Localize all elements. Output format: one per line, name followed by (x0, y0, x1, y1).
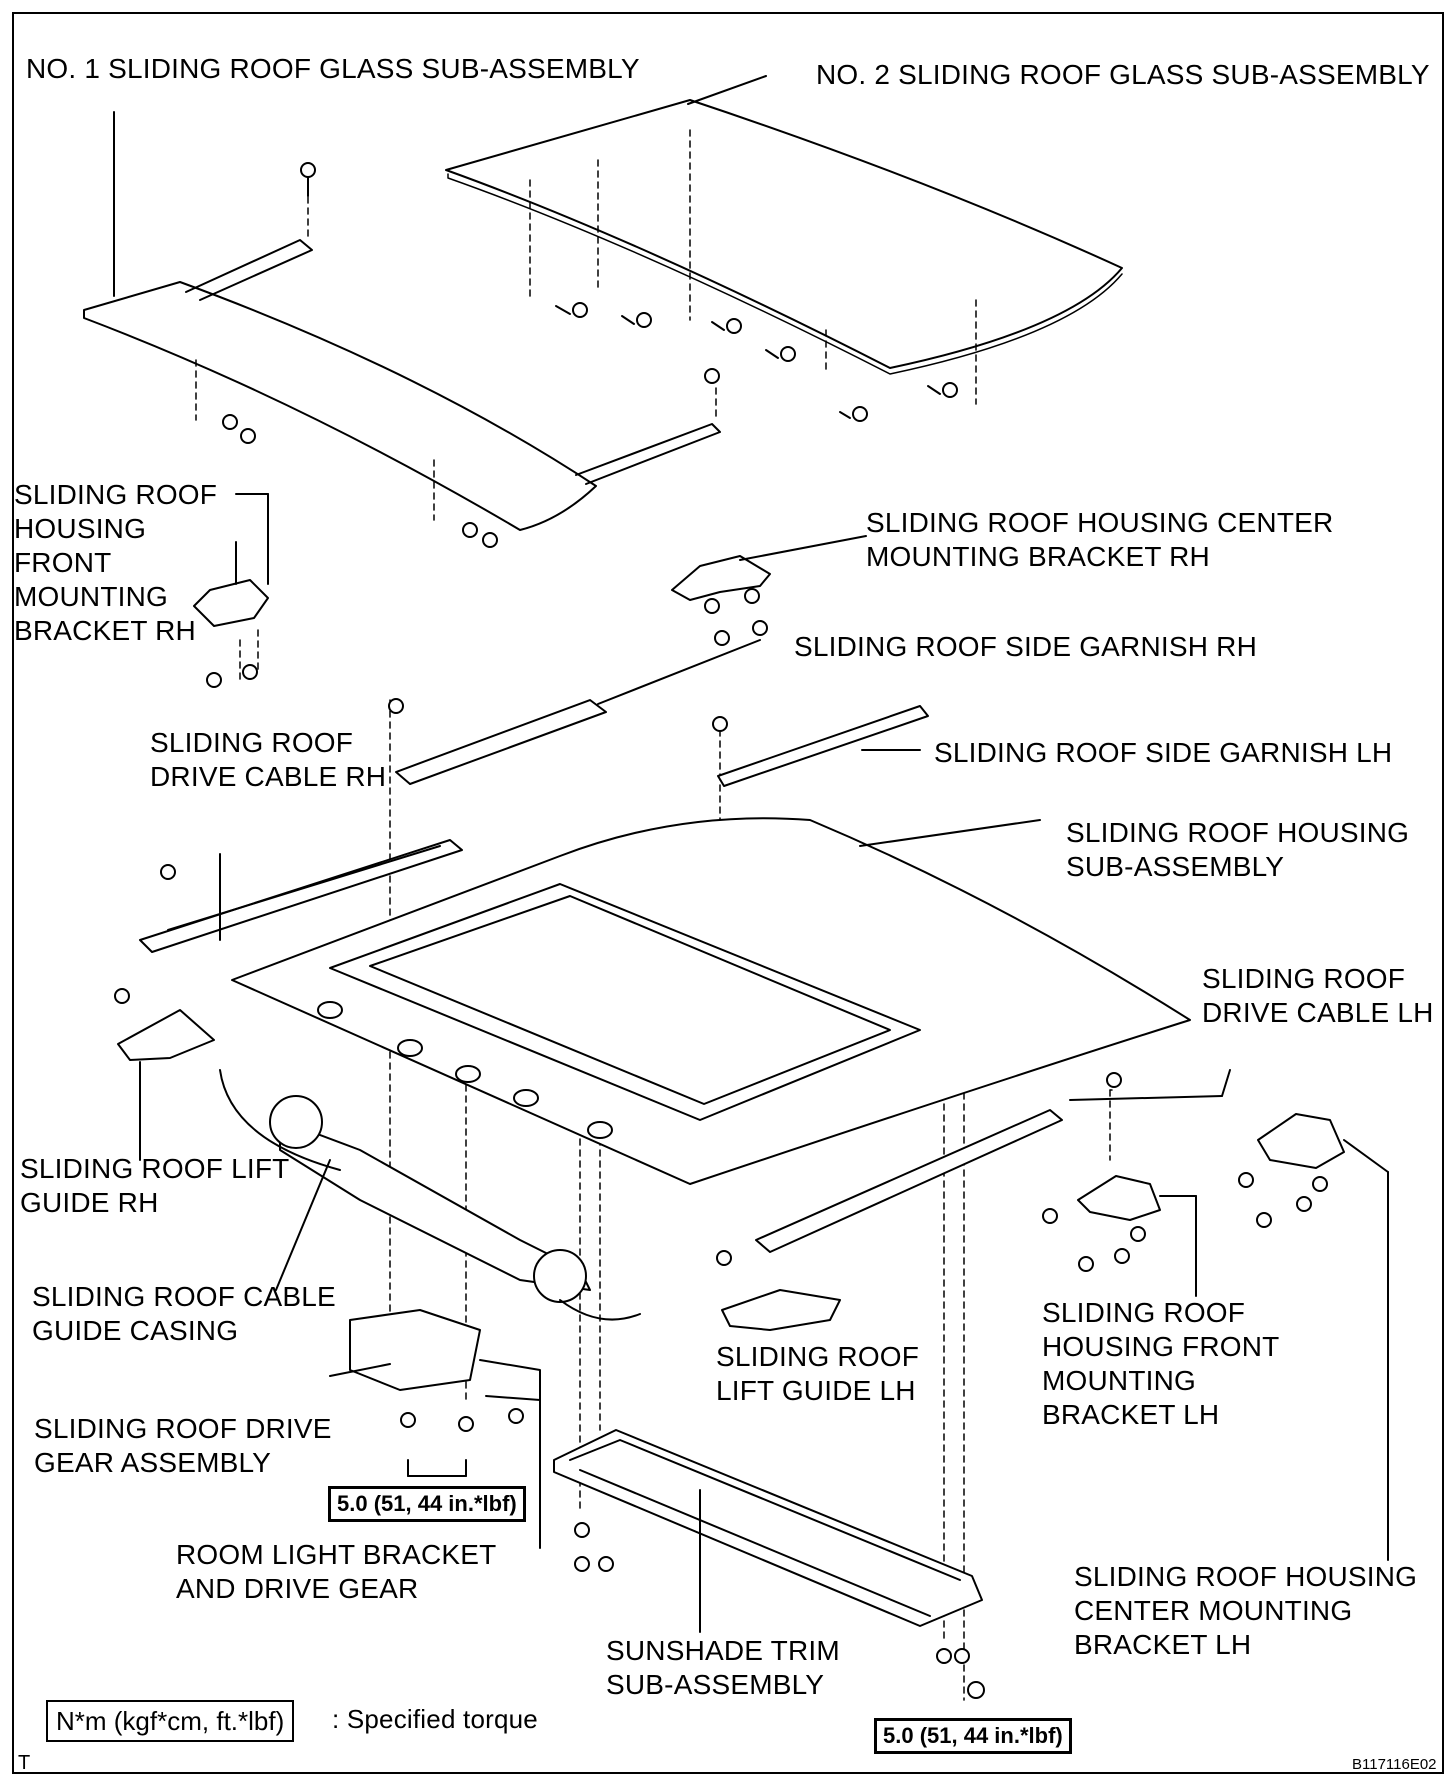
label-glass-no1: NO. 1 SLIDING ROOF GLASS SUB-ASSEMBLY (26, 53, 640, 84)
glass-panel-no1 (83, 281, 597, 531)
diagram-frame (12, 12, 1444, 1774)
label-lift-guide-lh: SLIDING ROOF LIFT GUIDE LH (716, 1341, 920, 1406)
label-drive-gear: SLIDING ROOF DRIVE GEAR ASSEMBLY (34, 1413, 332, 1478)
label-cable-guide-casing: SLIDING ROOF CABLE GUIDE CASING (32, 1281, 336, 1346)
label-drive-cable-rh: SLIDING ROOF DRIVE CABLE RH (150, 727, 387, 792)
glass-panel-no2 (445, 99, 1123, 369)
legend-torque-box: N*m (kgf*cm, ft.*lbf) (46, 1700, 295, 1742)
label-housing: SLIDING ROOF HOUSING SUB-ASSEMBLY (1066, 817, 1410, 882)
legend-torque-text: : Specified torque (332, 1704, 538, 1734)
label-lift-guide-rh: SLIDING ROOF LIFT GUIDE RH (20, 1153, 290, 1218)
cable-guide-casing-shape (279, 1119, 591, 1291)
drive-gear-shape (349, 1309, 481, 1391)
label-side-garnish-lh: SLIDING ROOF SIDE GARNISH LH (934, 737, 1393, 768)
side-garnish-rh-shape (395, 699, 607, 785)
center-bracket-rh-shape (671, 555, 771, 601)
lift-guide-lh-shape (721, 1289, 841, 1331)
side-garnish-lh-shape (717, 705, 929, 787)
label-drive-cable-lh: SLIDING ROOF DRIVE CABLE LH (1202, 963, 1434, 1028)
front-bracket-rh-shape (193, 579, 269, 627)
label-center-bracket-lh: SLIDING ROOF HOUSING CENTER MOUNTING BRA… (1074, 1561, 1418, 1660)
torque-spec-left: 5.0 (51, 44 in.*lbf) (328, 1486, 526, 1522)
housing-shape (231, 817, 1191, 1185)
corner-mark: T (18, 1752, 31, 1774)
label-front-bracket-lh: SLIDING ROOF HOUSING FRONT MOUNTING BRAC… (1042, 1297, 1280, 1430)
torque-spec-right: 5.0 (51, 44 in.*lbf) (874, 1718, 1072, 1754)
figure-code: B117116E02 (1352, 1756, 1437, 1773)
label-side-garnish-rh: SLIDING ROOF SIDE GARNISH RH (794, 631, 1257, 662)
label-front-bracket-rh: SLIDING ROOF HOUSING FRONT MOUNTING BRAC… (14, 479, 218, 646)
front-bracket-lh-shape (1077, 1175, 1161, 1221)
label-center-bracket-rh: SLIDING ROOF HOUSING CENTER MOUNTING BRA… (866, 507, 1334, 572)
label-glass-no2: NO. 2 SLIDING ROOF GLASS SUB-ASSEMBLY (816, 59, 1430, 90)
label-room-light: ROOM LIGHT BRACKET AND DRIVE GEAR (176, 1539, 497, 1604)
sunshade-shape (553, 1429, 983, 1627)
label-sunshade: SUNSHADE TRIM SUB-ASSEMBLY (606, 1635, 840, 1700)
lift-guide-rh-shape (117, 1009, 215, 1061)
center-bracket-lh-shape (1257, 1113, 1345, 1169)
drive-cable-lh-shape (755, 1109, 1063, 1253)
